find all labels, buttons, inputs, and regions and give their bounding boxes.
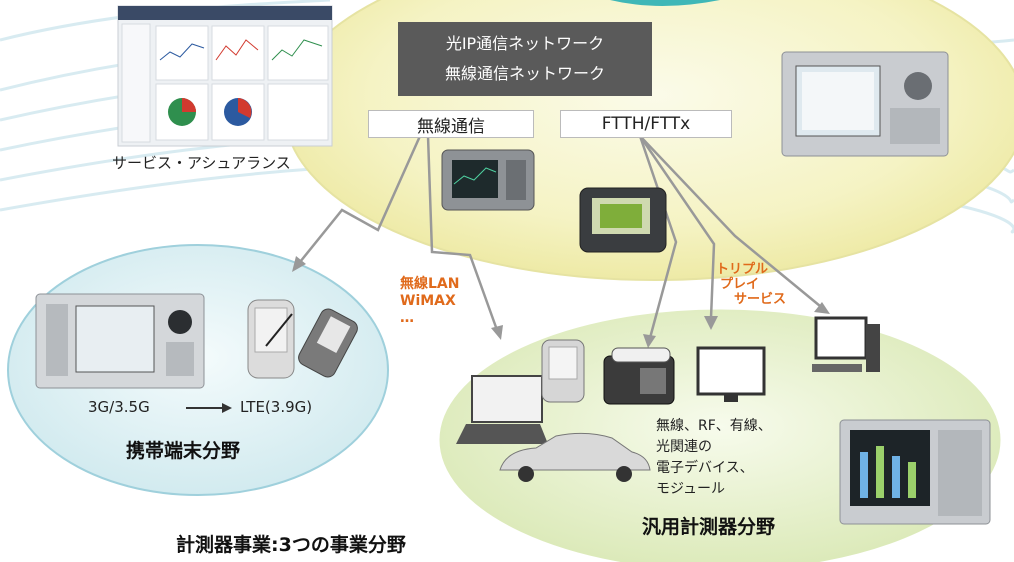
mobile-to-generation: LTE(3.9G) <box>240 398 313 416</box>
wireless-lan-line-1: 無線LAN <box>400 276 460 292</box>
wireless-label: 無線通信 <box>417 116 485 137</box>
triple-play-line-1: トリプル <box>716 262 769 277</box>
network-line-optical: 光IP通信ネットワーク <box>445 34 605 53</box>
device-line-4: モジュール <box>656 481 726 497</box>
telephone-device <box>603 347 675 405</box>
connection-lines <box>299 135 821 339</box>
device-line-1: 無線、RF、有線、 <box>656 418 772 434</box>
mobile-from-generation: 3G/3.5G <box>88 398 150 416</box>
top-teal-accent <box>610 0 720 6</box>
wireless-lan-label: 無線LAN WiMAX … <box>400 276 459 327</box>
network-line-wireless: 無線通信ネットワーク <box>444 64 605 83</box>
device-line-2: 光関連の <box>656 439 712 455</box>
triple-play-line-2: プレイ <box>720 277 760 292</box>
ftth-label: FTTH/FTTx <box>601 114 691 134</box>
pda-device <box>541 339 585 403</box>
service-assurance-screen <box>117 5 333 147</box>
wireless-lan-line-3: … <box>400 310 414 326</box>
wireless-label-box: 無線通信 <box>368 110 534 138</box>
ftth-label-box: FTTH/FTTx <box>560 110 732 138</box>
optical-tester <box>579 187 667 253</box>
arrow-heads <box>292 256 830 348</box>
service-assurance-caption: サービス・アシュアランス <box>112 154 291 172</box>
mobile-area-title: 携帯端末分野 <box>126 440 241 462</box>
device-line-3: 電子デバイス、 <box>656 460 754 476</box>
spectrum-analyzer-instrument <box>839 419 991 525</box>
car-device <box>499 432 651 482</box>
smartphone-device <box>247 299 295 379</box>
device-description: 無線、RF、有線、 光関連の 電子デバイス、 モジュール <box>656 416 772 500</box>
desktop-pc-device <box>812 316 880 372</box>
business-title: 計測器事業:3つの事業分野 <box>176 534 406 556</box>
evolution-arrow-head <box>222 403 232 413</box>
network-box: 光IP通信ネットワーク 無線通信ネットワーク <box>398 22 652 96</box>
mobile-tester-instrument <box>35 293 205 389</box>
signal-analyzer-instrument <box>781 51 949 157</box>
general-area-title: 汎用計測器分野 <box>642 516 776 538</box>
flip-phone-device <box>298 308 358 378</box>
wireless-lan-line-2: WiMAX <box>400 293 456 309</box>
laptop-device <box>456 375 548 444</box>
handheld-analyzer <box>441 149 535 211</box>
triple-play-line-3: サービス <box>734 292 787 307</box>
television-device <box>696 346 766 402</box>
triple-play-label: トリプル プレイ サービス <box>716 262 786 307</box>
